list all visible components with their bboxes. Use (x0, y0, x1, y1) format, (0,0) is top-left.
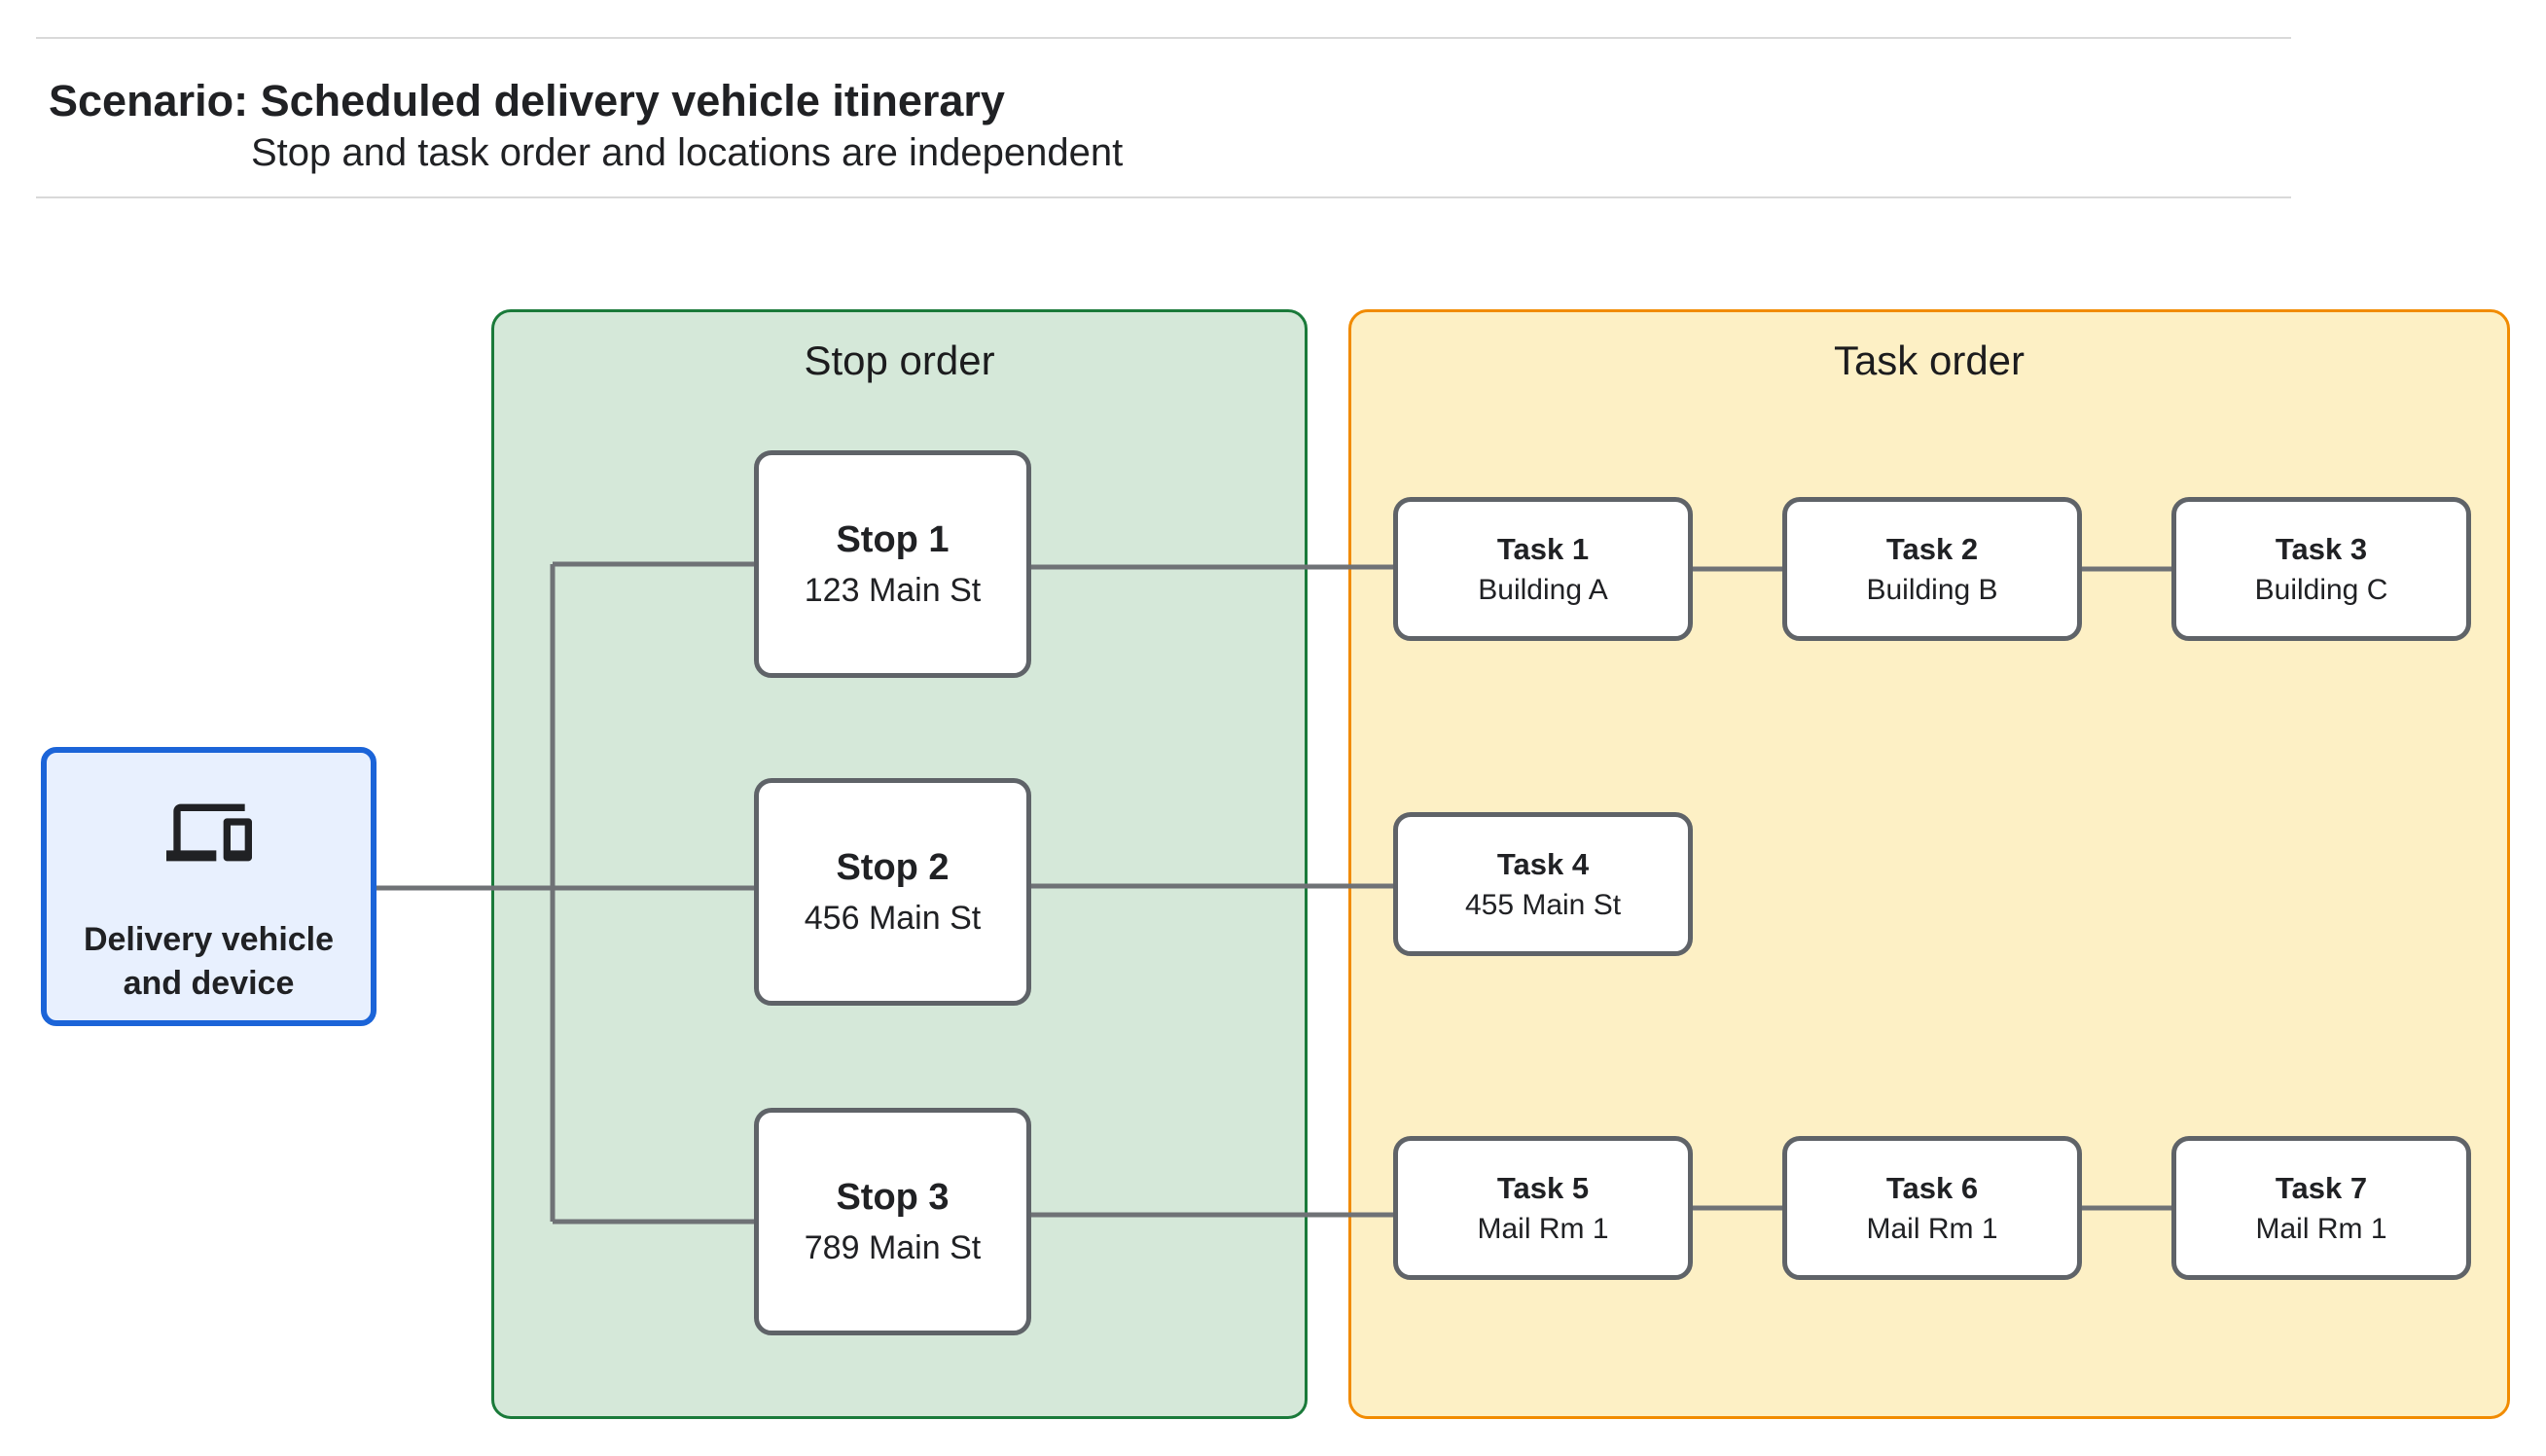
delivery-vehicle-label: Delivery vehicle and device (83, 921, 335, 1002)
task-4-title: Task 4 (1496, 846, 1590, 881)
task-5-title: Task 5 (1496, 1170, 1590, 1205)
task-7-location: Mail Rm 1 (2255, 1212, 2387, 1245)
scenario-title: Scenario: Scheduled delivery vehicle iti… (49, 76, 1005, 125)
stop-3-location: 789 Main St (804, 1229, 982, 1266)
task-1-title: Task 1 (1496, 531, 1590, 566)
task-1-location: Building A (1478, 573, 1608, 606)
stop-2-node: Stop 2 456 Main St (754, 778, 1031, 1006)
stop-3-title: Stop 3 (836, 1177, 950, 1218)
devices-icon (165, 803, 252, 862)
task-6-location: Mail Rm 1 (1866, 1212, 1998, 1245)
task-6-title: Task 6 (1885, 1170, 1979, 1205)
task-7-node: Task 7 Mail Rm 1 (2171, 1136, 2471, 1280)
stop-2-location: 456 Main St (804, 900, 982, 937)
stop-1-node: Stop 1 123 Main St (754, 450, 1031, 678)
task-3-node: Task 3 Building C (2171, 497, 2471, 641)
task-5-node: Task 5 Mail Rm 1 (1393, 1136, 1693, 1280)
task-3-location: Building C (2254, 573, 2388, 606)
task-4-node: Task 4 455 Main St (1393, 812, 1693, 956)
task-2-location: Building B (1866, 573, 1998, 606)
stop-3-node: Stop 3 789 Main St (754, 1108, 1031, 1335)
delivery-vehicle-node: Delivery vehicle and device (41, 747, 377, 1026)
stop-order-panel-title: Stop order (804, 337, 995, 383)
task-5-location: Mail Rm 1 (1477, 1212, 1609, 1245)
task-2-node: Task 2 Building B (1782, 497, 2082, 641)
top-divider (36, 37, 2291, 39)
stop-2-title: Stop 2 (836, 847, 950, 888)
task-2-title: Task 2 (1885, 531, 1979, 566)
task-4-location: 455 Main St (1464, 888, 1622, 921)
task-3-title: Task 3 (2275, 531, 2368, 566)
stop-1-title: Stop 1 (836, 519, 950, 560)
scenario-subtitle: Stop and task order and locations are in… (251, 131, 1124, 174)
task-order-panel-title: Task order (1833, 337, 2026, 383)
task-7-title: Task 7 (2275, 1170, 2368, 1205)
stop-1-location: 123 Main St (804, 572, 982, 609)
task-1-node: Task 1 Building A (1393, 497, 1693, 641)
task-6-node: Task 6 Mail Rm 1 (1782, 1136, 2082, 1280)
bottom-divider (36, 196, 2291, 198)
